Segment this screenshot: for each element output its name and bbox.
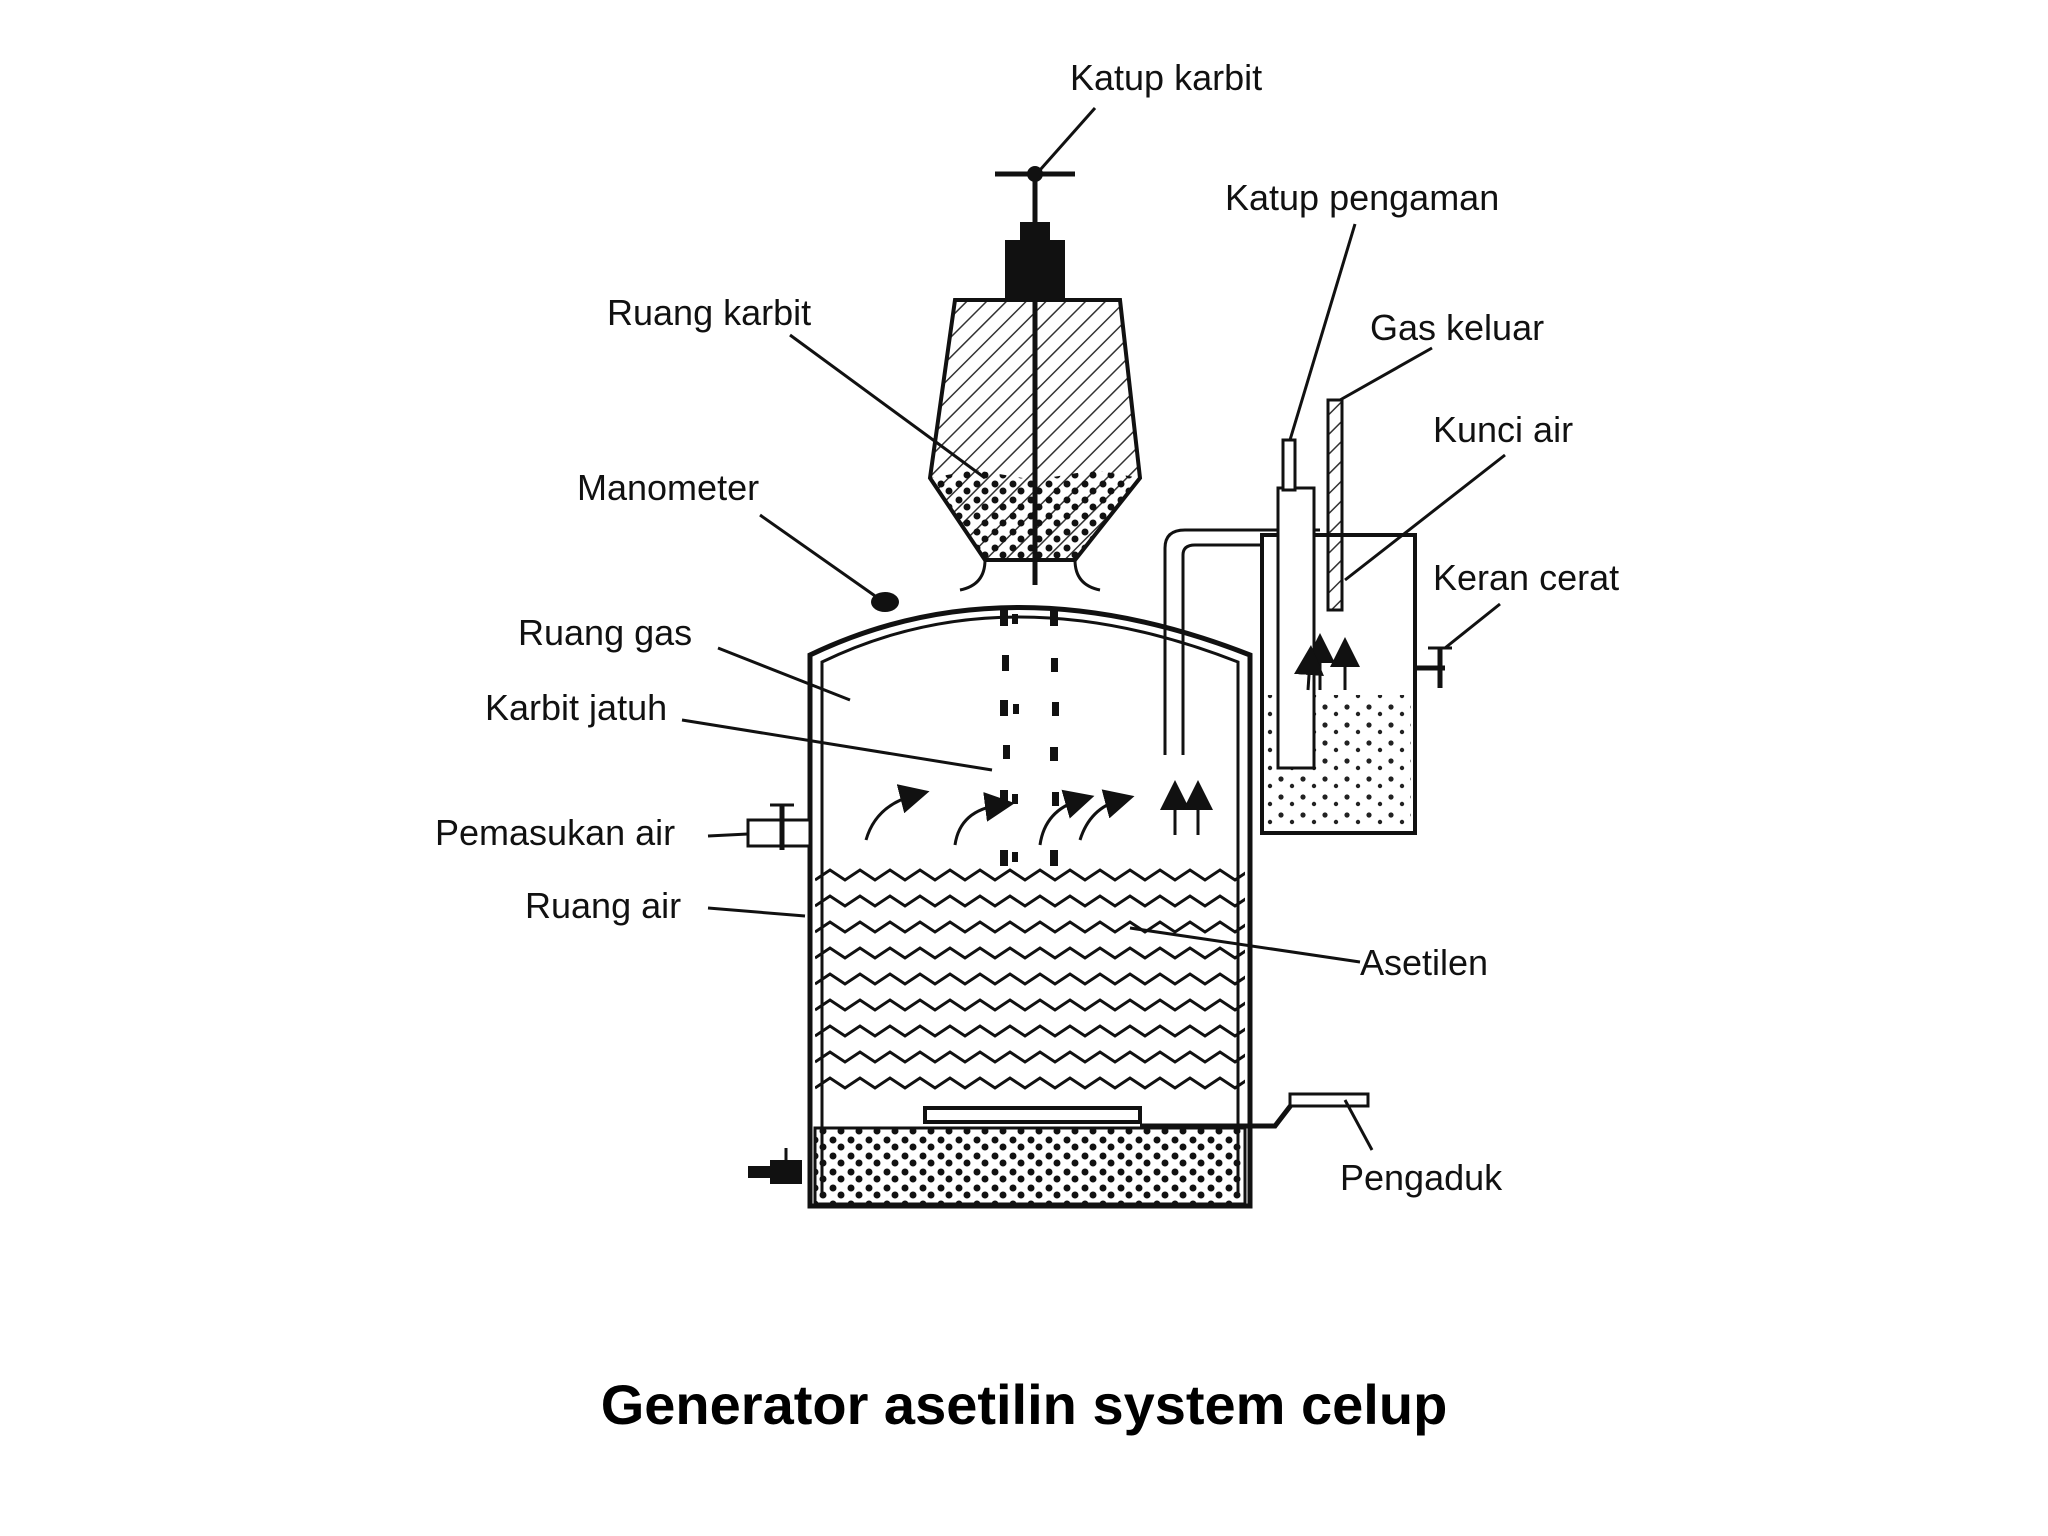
water-wave-line xyxy=(815,920,1245,934)
figure-caption: Generator asetilin system celup xyxy=(600,1373,1448,1436)
label-asetilen: Asetilen xyxy=(1360,942,1488,983)
label-katup-pengaman: Katup pengaman xyxy=(1225,177,1499,218)
label-ruang-air: Ruang air xyxy=(525,885,681,926)
tank-inner-wall xyxy=(820,615,1240,1196)
label-keran-cerat: Keran cerat xyxy=(1433,557,1619,598)
label-gas-keluar: Gas keluar xyxy=(1370,307,1544,348)
sludge-layer xyxy=(813,1126,1247,1206)
label-karbit-jatuh: Karbit jatuh xyxy=(485,687,667,728)
water-wave-line xyxy=(815,894,1245,908)
water-wave-line xyxy=(815,1076,1245,1090)
label-pemasukan-air: Pemasukan air xyxy=(435,812,675,853)
water-wave-line xyxy=(815,946,1245,960)
water-wave-line xyxy=(815,998,1245,1012)
gas-pipe-inner xyxy=(1181,543,1320,755)
gas-flow-arrows xyxy=(864,780,1213,846)
leader-lines xyxy=(681,107,1506,1151)
stirrer-plate xyxy=(923,1106,1142,1124)
valve-handle-hub xyxy=(1027,166,1043,182)
water-wave-line xyxy=(815,1050,1245,1064)
water-wave-line xyxy=(815,1024,1245,1038)
label-ruang-karbit: Ruang karbit xyxy=(607,292,811,333)
gas-outlet-tube xyxy=(1326,398,1344,612)
drain-valve xyxy=(770,1160,802,1184)
labels: Katup karbit Katup pengaman Ruang karbit… xyxy=(435,57,1619,1198)
tank-body xyxy=(807,605,1253,1209)
label-ruang-gas: Ruang gas xyxy=(518,612,692,653)
hopper-neck xyxy=(959,559,1101,592)
label-manometer: Manometer xyxy=(577,467,759,508)
label-kunci-air: Kunci air xyxy=(1433,409,1573,450)
water-inlet-pipe xyxy=(746,818,812,848)
falling-carbide xyxy=(1000,610,1059,866)
gas-pipe xyxy=(1163,528,1320,755)
drain-valve-handle xyxy=(748,1166,770,1178)
water-waves xyxy=(815,868,1245,1090)
label-katup-karbit: Katup karbit xyxy=(1070,57,1262,98)
safety-valve-tube xyxy=(1276,486,1316,770)
water-seal-arrows xyxy=(1294,633,1360,691)
stirrer-handle xyxy=(1288,1092,1370,1108)
label-pengaduk: Pengaduk xyxy=(1340,1157,1503,1198)
water-wave-line xyxy=(815,972,1245,986)
water-wave-line xyxy=(815,868,1245,882)
safety-valve-tip xyxy=(1281,438,1297,492)
